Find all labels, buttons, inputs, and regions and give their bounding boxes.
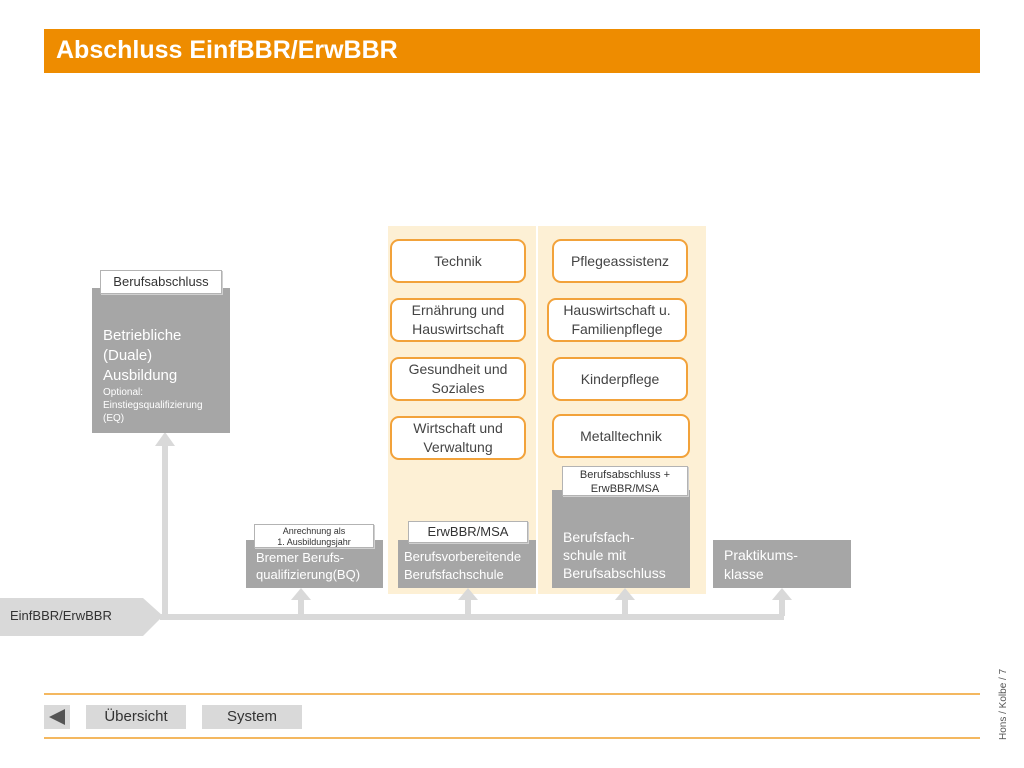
bvs-field-line: Verwaltung: [423, 439, 493, 455]
bq-label-line: Bremer Berufs-: [256, 550, 345, 565]
bfs-field-line: Metalltechnik: [580, 427, 662, 444]
bfs-label-line: Berufsfach-: [563, 529, 635, 545]
arrow-shaft-bvs: [465, 600, 471, 616]
duale-ausbildung-box: Betriebliche (Duale) Ausbildung Optional…: [92, 288, 230, 433]
bfs-field-hauswirtschaft: Hauswirtschaft u. Familienpflege: [547, 298, 687, 342]
bfs-field-line: Kinderpflege: [580, 370, 660, 387]
arrow-head-bfs: [615, 588, 635, 600]
back-button[interactable]: [44, 705, 70, 729]
duale-note-line: Optional:: [103, 387, 144, 398]
bvs-label-line: Berufsvorbereitende: [404, 549, 522, 564]
bfs-tag-line: ErwBBR/MSA: [590, 483, 660, 495]
praktikum-label-line: klasse: [724, 566, 764, 582]
start-arrow-shape: [0, 598, 163, 636]
bvs-field-technik: Technik: [390, 239, 526, 283]
bfs-field-metalltechnik: Metalltechnik: [552, 414, 690, 458]
arrow-shaft-praktikum: [779, 600, 785, 616]
duale-note-line: Einstiegsqualifizierung: [103, 400, 203, 411]
bvs-box: Berufsvorbereitende Berufsfachschule: [398, 540, 536, 588]
bfs-field-pflegeassistenz: Pflegeassistenz: [552, 239, 688, 283]
bfs-box: Berufsfach- schule mit Berufsabschluss: [552, 490, 690, 588]
arrow-shaft-duale: [162, 446, 168, 616]
system-button[interactable]: System: [202, 705, 302, 729]
bvs-label-line: Berufsfachschule: [404, 567, 504, 582]
arrow-head-duale: [155, 432, 175, 446]
bvs-field-line: Soziales: [431, 380, 485, 396]
bq-label-line: qualifizierung(BQ): [256, 567, 361, 582]
bq-tag-line: Anrechnung als: [282, 526, 346, 536]
bq-tag: Anrechnung als 1. Ausbildungsjahr: [254, 524, 374, 548]
arrow-head-praktikum: [772, 588, 792, 600]
bfs-tag: Berufsabschluss + ErwBBR/MSA: [562, 466, 688, 496]
bfs-field-line: Pflegeassistenz: [570, 252, 670, 269]
arrow-shaft-bfs: [622, 600, 628, 616]
bfs-tag-line: Berufsabschluss +: [579, 469, 671, 481]
slide-credit: Hons / Kolbe / 7: [998, 668, 1009, 740]
bvs-field-line: Technik: [434, 252, 482, 269]
triangle-left-icon: [49, 709, 65, 725]
bq-box: Bremer Berufs- qualifizierung(BQ): [246, 540, 383, 588]
overview-button[interactable]: Übersicht: [86, 705, 186, 729]
duale-title: Betriebliche (Duale) Ausbildung: [103, 326, 230, 386]
arrow-head-bvs: [458, 588, 478, 600]
duale-title-line: (Duale): [103, 347, 153, 364]
title-bar: [44, 29, 980, 73]
arrow-head-bq: [291, 588, 311, 600]
praktikum-box: Praktikums- klasse: [713, 540, 851, 588]
duale-title-line: Ausbildung: [103, 367, 178, 384]
bvs-field-line: Wirtschaft und: [413, 420, 503, 436]
footer-rule-bottom: [44, 737, 980, 739]
duale-title-line: Betriebliche: [103, 327, 182, 344]
arrow-shaft-bq: [298, 600, 304, 616]
main-flow-line: [160, 614, 784, 620]
duale-note: Optional: Einstiegsqualifizierung (EQ): [103, 386, 230, 425]
bfs-field-kinderpflege: Kinderpflege: [552, 357, 688, 401]
duale-tag: Berufsabschluss: [100, 270, 222, 294]
bvs-field-line: Hauswirtschaft: [412, 321, 504, 337]
bvs-field-line: Ernährung und: [411, 302, 505, 318]
bvs-tag: ErwBBR/MSA: [408, 521, 528, 543]
page-title: Abschluss EinfBBR/ErwBBR: [56, 36, 398, 64]
start-arrow-label: EinfBBR/ErwBBR: [10, 608, 112, 623]
footer-rule-top: [44, 693, 980, 695]
bfs-label-line: schule mit: [563, 547, 627, 563]
bq-tag-line: 1. Ausbildungsjahr: [277, 537, 351, 547]
bvs-field-line: Gesundheit und: [408, 361, 508, 377]
bfs-field-line: Familienpflege: [571, 321, 663, 337]
praktikum-label-line: Praktikums-: [724, 547, 798, 563]
bfs-label-line: Berufsabschluss: [563, 565, 666, 581]
duale-note-line: (EQ): [103, 413, 125, 424]
bfs-field-line: Hauswirtschaft u.: [563, 302, 671, 318]
